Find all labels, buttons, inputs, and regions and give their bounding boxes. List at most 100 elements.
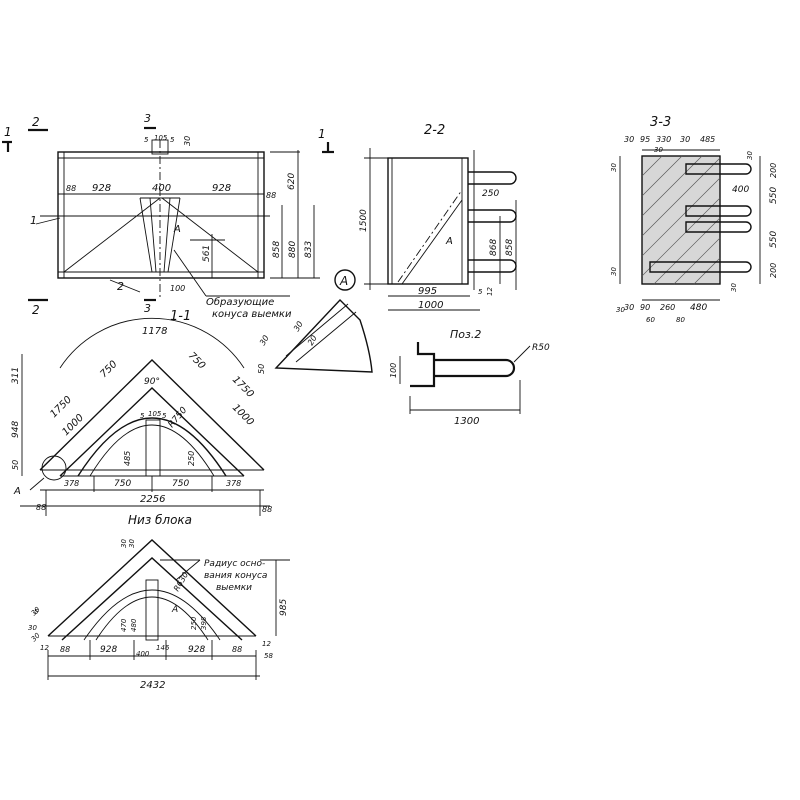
dim-400: 400	[152, 183, 171, 194]
s11-1000a: 1000	[60, 412, 86, 438]
dim-88-right: 88	[266, 191, 276, 200]
cut-2-mark-label: 2	[117, 280, 124, 293]
bottom-146: 146	[156, 644, 170, 652]
bottom-480: 480	[130, 618, 138, 632]
bottom-928-right: 928	[188, 645, 205, 655]
dim-1500: 1500	[359, 209, 369, 232]
dim-868: 868	[489, 239, 499, 256]
plan-outline	[57, 151, 265, 279]
bottom-mark-A: А	[171, 605, 178, 615]
bottom-58: 58	[264, 652, 273, 660]
bottom-title: Низ блока	[128, 513, 192, 527]
cut-2-bottom-label: 2	[32, 303, 40, 317]
dim-833: 833	[304, 241, 314, 258]
bottom-note-line2: вания конуса	[204, 571, 267, 581]
dim-858-s22: 858	[505, 239, 515, 256]
dim-88-left: 88	[66, 184, 76, 193]
s11-311: 311	[11, 367, 21, 384]
dim-561: 561	[202, 245, 212, 262]
section-2-2-title: 2-2	[424, 123, 445, 138]
pos2-1300: 1300	[454, 416, 479, 427]
s11-1750b: 1750	[230, 374, 256, 400]
s11-50: 50	[11, 460, 20, 470]
s33-400: 400	[732, 185, 749, 195]
dim-620: 620	[287, 173, 297, 190]
pos2-title: Поз.2	[450, 328, 481, 341]
s33-bot-30: 30	[624, 303, 634, 312]
dim-100: 100	[170, 284, 185, 293]
badge-A-label: А	[339, 274, 348, 288]
s11-750a: 750	[98, 359, 119, 380]
block-bottom-view: Низ блока 30 30 R630 30 30 470 480 250 3…	[28, 513, 290, 691]
dim-1000: 1000	[418, 300, 443, 311]
s11-1750a: 1750	[48, 394, 74, 420]
section-2-2-outline	[387, 157, 469, 285]
bottom-985: 985	[279, 599, 289, 616]
dim-5: 5	[144, 136, 149, 144]
s11-1000b: 1000	[230, 402, 256, 428]
s11-105: 105	[148, 410, 162, 418]
pos2-100: 100	[389, 363, 398, 378]
section-3-3-hatched-body	[641, 155, 721, 285]
s11-5: 5	[140, 412, 145, 420]
s33-top-95: 95	[640, 135, 650, 144]
s33-bottom-30-left: 30	[616, 306, 625, 314]
detailA-30b: 30	[292, 320, 305, 333]
section-3-3-title: 3-3	[650, 115, 671, 130]
bottom-r1-30: 30	[120, 539, 128, 548]
cut-2-top-label: 2	[32, 115, 40, 129]
s11-485: 485	[123, 451, 132, 466]
bottom-88-left: 88	[60, 645, 70, 654]
cut-1-left-label: 1	[4, 125, 12, 139]
dim-30: 30	[183, 136, 192, 146]
s11-250: 250	[187, 451, 196, 466]
detailA-50: 50	[257, 364, 266, 374]
dim-12-s22: 12	[486, 287, 494, 296]
s11-bot-378b: 378	[226, 479, 241, 488]
generatrix-line	[63, 197, 161, 273]
s33-top-30b: 30	[680, 135, 690, 144]
bottom-400: 400	[136, 650, 150, 658]
s33-top-485: 485	[700, 135, 715, 144]
bottom-note-line1: Радиус осно-	[204, 559, 265, 569]
s11-948: 948	[11, 421, 21, 438]
s33-left-30: 30	[610, 163, 618, 172]
s33-550b: 550	[769, 231, 779, 248]
dim-995: 995	[418, 286, 437, 297]
s33-30-x: 30	[730, 283, 738, 292]
bottom-30-left: 30	[28, 624, 37, 632]
dim-5b: 5	[170, 136, 175, 144]
s33-bot-480: 480	[690, 303, 707, 313]
s11-2256: 2256	[140, 494, 165, 505]
s22-mark-A: А	[445, 236, 453, 247]
plan-note-line1: Образующие	[206, 296, 274, 308]
dim-105: 105	[154, 134, 168, 142]
bottom-12: 12	[262, 640, 271, 648]
bottom-250: 250	[190, 616, 198, 630]
dim-928-right: 928	[212, 183, 231, 194]
s11-r750: R750	[167, 405, 190, 430]
cut-1-mark-label: 1	[30, 214, 37, 227]
cut-3-top-label: 3	[144, 112, 151, 125]
cut-3-bottom-label: 3	[144, 302, 151, 315]
detail-A-badge: А	[334, 269, 356, 291]
s33-550a: 550	[769, 187, 779, 204]
bottom-2432: 2432	[140, 680, 165, 691]
section-3-3: 3-3 30 95 330 30 485 30 30 30 200 400	[610, 115, 779, 324]
s11-1178: 1178	[142, 326, 167, 337]
s11-arc	[59, 317, 245, 369]
plan-mark-A: А	[173, 224, 181, 235]
dim-5-s22: 5	[478, 288, 483, 296]
bottom-30b: 30	[30, 631, 42, 643]
s33-200-bottom: 200	[769, 263, 778, 278]
cut-1-right-label: 1	[318, 127, 326, 141]
bottom-5-left: 5	[34, 608, 39, 616]
plan-note-line2: конуса выемки	[212, 309, 292, 320]
position-2-rebar: Поз.2 100 1300 R50	[389, 328, 550, 427]
section-1-1-title: 1-1	[170, 309, 191, 324]
s11-bot-750a: 750	[114, 479, 131, 489]
s33-bot-60: 60	[646, 316, 655, 324]
section-1-1: 1-1 1178 311 948 50 750 750 90° 1750 175…	[11, 309, 272, 516]
dim-858: 858	[272, 241, 282, 258]
